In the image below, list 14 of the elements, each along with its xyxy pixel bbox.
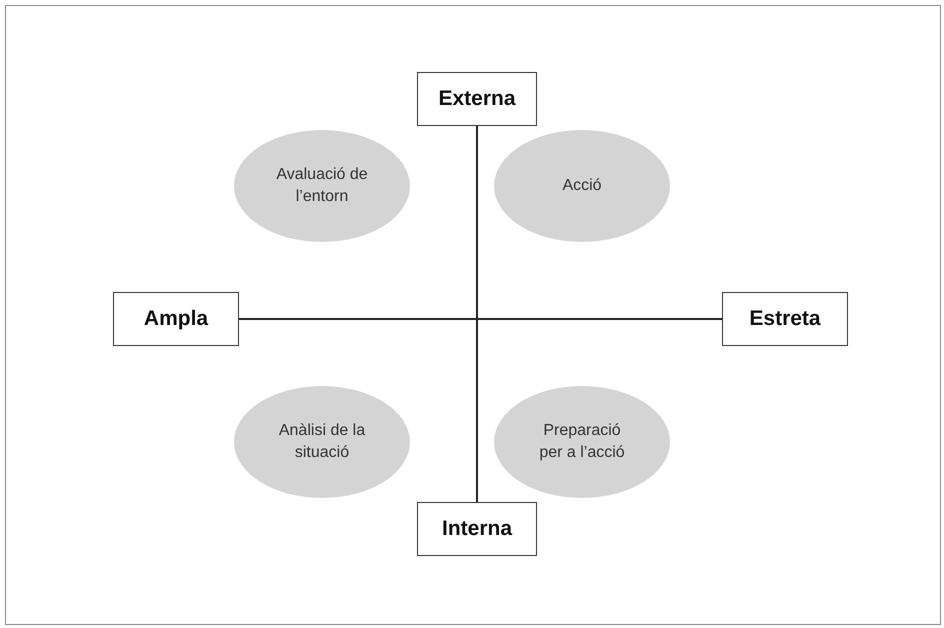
label-box (417, 502, 537, 556)
node-text: Avaluació de l’entorn (275, 165, 369, 207)
node-text: Externa (438, 87, 516, 111)
axis-line (476, 126, 478, 502)
label-box (113, 292, 239, 346)
label-box (722, 292, 848, 346)
label-box (417, 72, 537, 126)
node-text: Estreta (749, 307, 821, 331)
axis-line (239, 318, 722, 320)
node-text: Ampla (144, 307, 208, 331)
node-text: Acció (562, 176, 602, 196)
node-text: Interna (442, 517, 512, 541)
node-text: Anàlisi de la situació (278, 421, 366, 463)
node-text: Preparació per a l’acció (538, 421, 626, 463)
